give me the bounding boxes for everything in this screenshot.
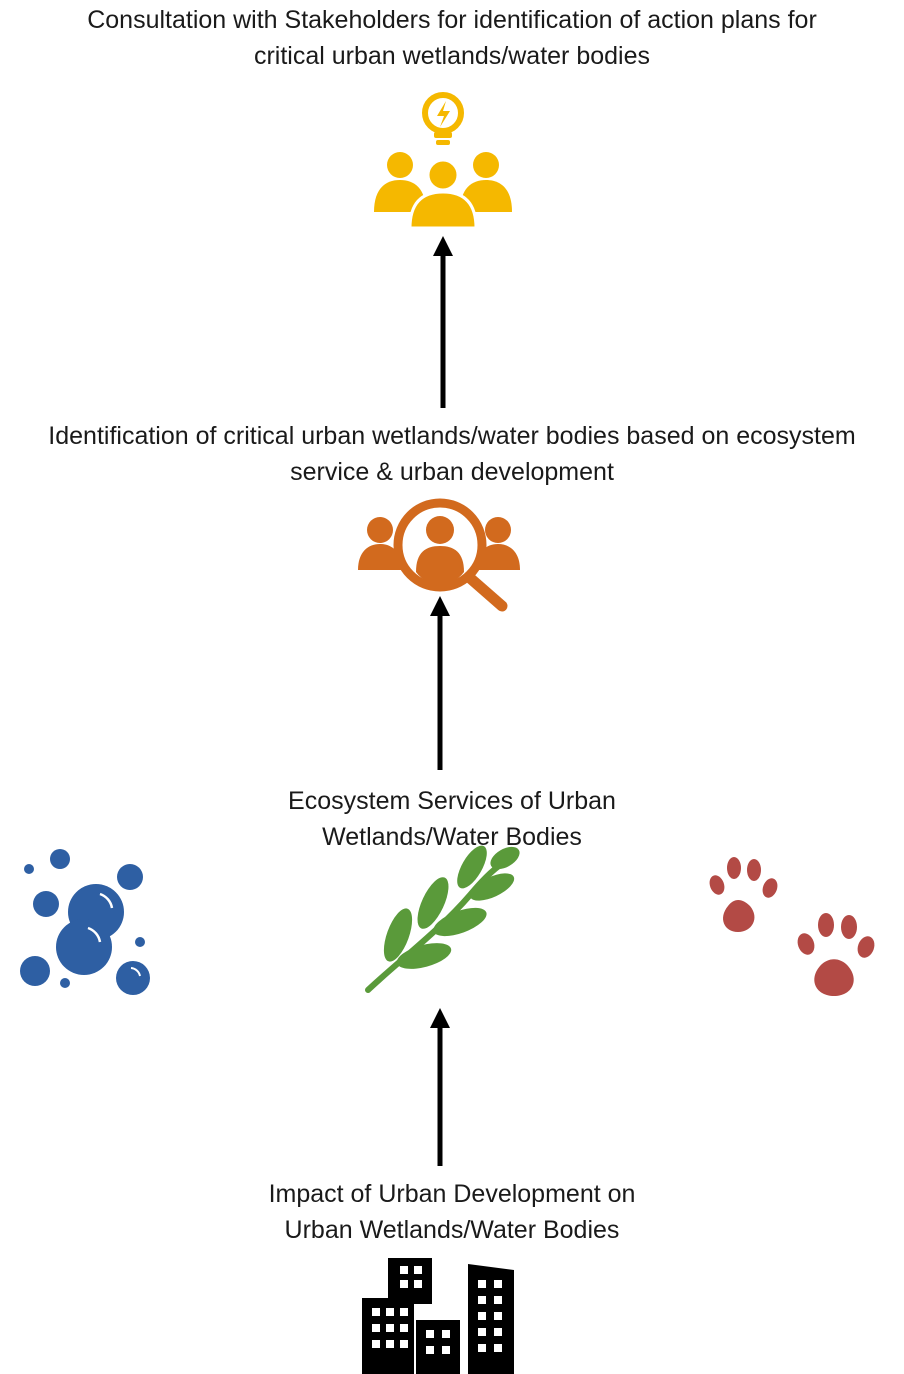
stakeholders-lightbulb-icon	[374, 92, 512, 230]
step-consultation-label: Consultation with Stakeholders for ident…	[87, 6, 817, 70]
people-search-magnifier-icon	[358, 498, 520, 612]
water-bubbles-icon	[20, 849, 150, 995]
step-identification-label: Identification of critical urban wetland…	[48, 422, 856, 486]
city-buildings-icon	[362, 1258, 514, 1374]
step-ecosystem-services-label: Ecosystem Services of Urban Wetlands/Wat…	[288, 787, 616, 851]
step-impact-label: Impact of Urban Development on Urban Wet…	[268, 1180, 636, 1244]
paw-prints-icon	[709, 857, 875, 996]
leaf-branch-icon	[365, 845, 520, 993]
